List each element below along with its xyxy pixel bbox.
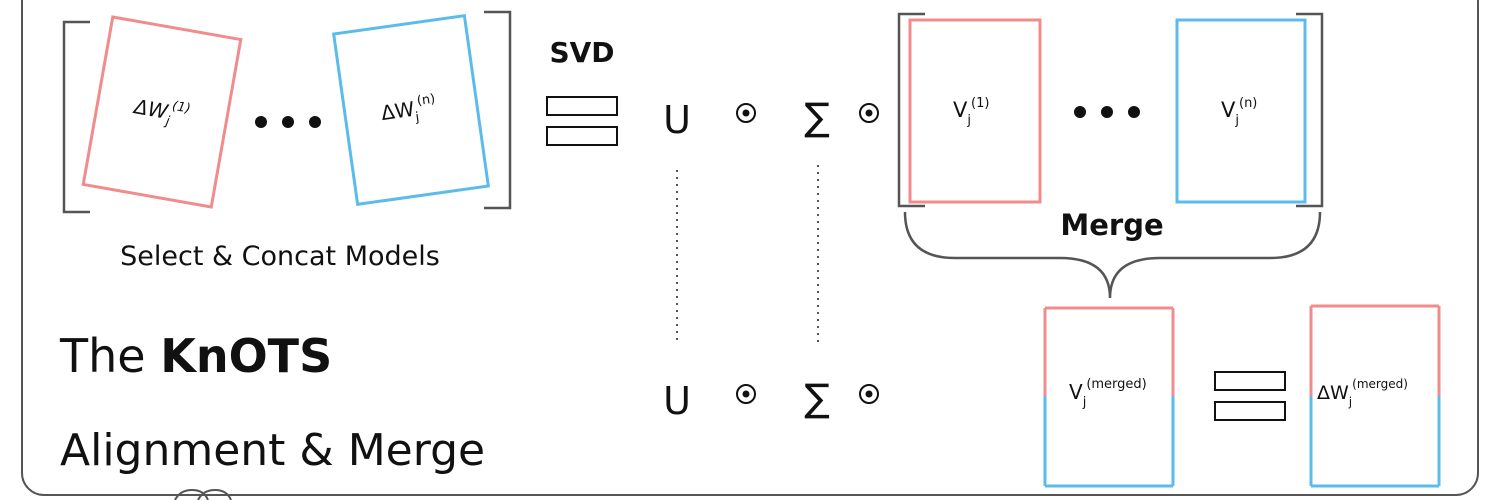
matrix-v-n-sub: j: [1234, 113, 1239, 128]
page-subtitle: Alignment & Merge: [60, 425, 485, 476]
hadamard-icon-bottom-1: [736, 384, 756, 404]
svg-text:Vj(n): Vj(n): [1221, 96, 1257, 128]
matrix-v-1: Vj(1): [908, 18, 1042, 204]
svd-equals-sign: [546, 96, 618, 146]
sigma-symbol-bottom: ∑: [804, 376, 830, 420]
matrix-v-merged-label: V: [1069, 380, 1083, 404]
matrix-delta-w-1-sub: j: [163, 114, 172, 130]
matrix-v-1-sub: j: [966, 113, 971, 128]
matrix-v-n: Vj(n): [1175, 18, 1307, 204]
merged-equals-sign: [1214, 371, 1286, 421]
matrix-delta-w-merged-label: ΔW: [1317, 382, 1349, 404]
svg-text:ΔWj(merged): ΔWj(merged): [1317, 377, 1408, 409]
matrix-v-merged-sub: j: [1082, 395, 1087, 410]
matrix-delta-w-n-sup: (n): [416, 92, 436, 109]
matrix-v-n-sup: (n): [1239, 96, 1257, 111]
select-concat-caption: Select & Concat Models: [120, 241, 440, 272]
right-bracket-close: [1296, 12, 1324, 208]
merge-label: Merge: [1060, 208, 1163, 242]
hadamard-icon-top-1: [736, 103, 756, 123]
title-knots: KnOTS: [160, 329, 332, 383]
svg-text:ΔWj(n): ΔWj(n): [379, 92, 438, 130]
matrix-v-n-label: V: [1221, 98, 1236, 122]
matrix-delta-w-n-sub: j: [414, 110, 421, 125]
u-symbol-bottom: U: [663, 379, 691, 423]
right-bracket-open: [897, 12, 925, 208]
matrix-delta-w-1-sup: (1): [171, 99, 192, 117]
page-title: The KnOTS: [59, 329, 332, 383]
matrix-delta-w-n-label: ΔW: [379, 97, 416, 125]
matrix-v-1-label: V: [953, 98, 968, 122]
left-bracket-close: [484, 10, 512, 210]
svd-label: SVD: [549, 36, 614, 69]
ellipsis-left: [255, 116, 321, 128]
matrix-delta-w-n: ΔWj(n): [331, 13, 491, 207]
matrix-v-merged: Vj (merged): [1043, 306, 1175, 488]
hadamard-icon-top-2: [859, 103, 879, 123]
left-bracket-open: [62, 20, 90, 214]
matrix-v-1-sup: (1): [971, 96, 989, 111]
matrix-delta-w-merged-sup: (merged): [1352, 377, 1408, 391]
matrix-delta-w-merged-sub: j: [1348, 395, 1352, 409]
hadamard-icon-bottom-2: [859, 384, 879, 404]
u-symbol-top: U: [663, 98, 691, 142]
svg-text:Vj(1): Vj(1): [953, 96, 989, 128]
outer-frame: [21, 0, 1479, 496]
sigma-symbol-top: ∑: [804, 95, 830, 139]
ellipsis-right: [1074, 106, 1140, 118]
logo-icon: [174, 488, 232, 500]
matrix-delta-w-merged: ΔWj(merged): [1309, 304, 1441, 488]
title-prefix: The: [59, 329, 160, 383]
matrix-delta-w-1: ΔWj(1): [81, 15, 243, 209]
merge-brace: [903, 211, 1322, 299]
matrix-v-merged-sup: (merged): [1086, 377, 1146, 392]
svg-text:Vj(merged): Vj (merged): [1069, 377, 1147, 410]
